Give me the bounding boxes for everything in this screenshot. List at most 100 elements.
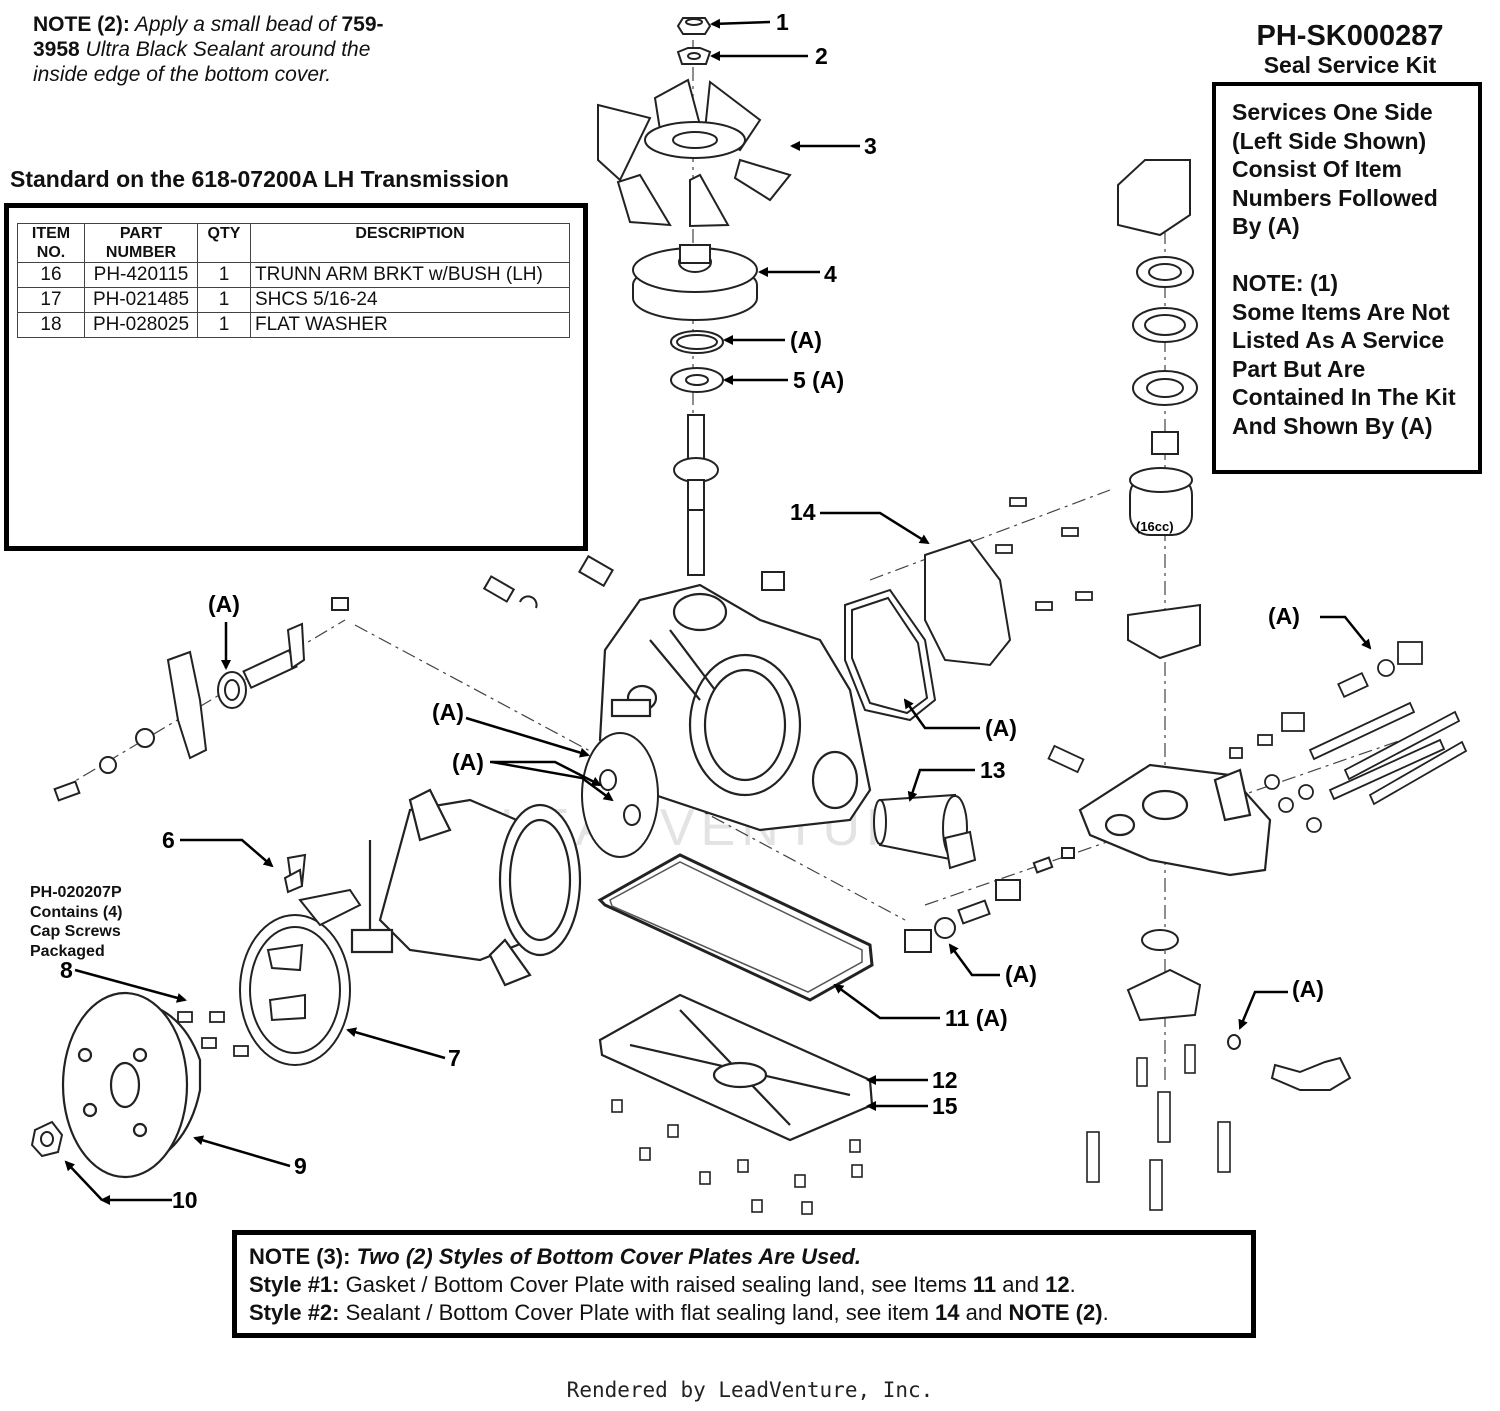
cell-part: PH-420115 xyxy=(84,262,198,288)
table-row: 17 PH-021485 1 SHCS 5/16-24 xyxy=(17,287,570,313)
kit-note-text: Some Items Are Not Listed As A Service P… xyxy=(1232,298,1456,439)
note-3-style-2: Style #2: Sealant / Bottom Cover Plate w… xyxy=(249,1299,1239,1327)
note-2-text-1: Apply a small bead of xyxy=(129,13,342,36)
seal-ring-part xyxy=(670,330,724,393)
cap-screws xyxy=(177,1011,249,1057)
kit-description: Services One Side (Left Side Shown) Cons… xyxy=(1232,99,1438,240)
note-2: NOTE (2): Apply a small bead of 759-3958… xyxy=(33,12,393,87)
table-row: 16 PH-420115 1 TRUNN ARM BRKT w/BUSH (LH… xyxy=(17,262,570,288)
bottom-gasket xyxy=(597,853,874,1002)
key-part xyxy=(283,868,304,894)
note-2-part: 759-3958 xyxy=(33,13,384,61)
callout-15: 15 xyxy=(932,1093,958,1119)
kit-info-box: Services One Side (Left Side Shown) Cons… xyxy=(1212,82,1482,474)
cell-desc: FLAT WASHER xyxy=(250,312,570,338)
callout-a-mid1: (A) xyxy=(432,699,464,725)
cover-bolts xyxy=(995,497,1093,611)
callout-a-mid2: (A) xyxy=(452,749,484,775)
relief-valve-parts xyxy=(1047,641,1423,833)
callout-2: 2 xyxy=(815,43,828,69)
callout-11: 11 (A) xyxy=(945,1005,1008,1031)
note-3-box: NOTE (3): Two (2) Styles of Bottom Cover… xyxy=(232,1230,1256,1338)
control-arm-assembly xyxy=(53,622,306,802)
col-qty: QTY xyxy=(197,223,251,263)
callout-14: 14 xyxy=(790,499,816,525)
footer-credit: Rendered by LeadVenture, Inc. xyxy=(566,1378,934,1402)
small-fittings xyxy=(331,554,785,611)
pulley-part xyxy=(632,244,758,321)
style-1-label: Style #1: xyxy=(249,1272,340,1297)
bottom-cover-plate xyxy=(598,993,874,1142)
parts-table: ITEM NO. PART NUMBER QTY DESCRIPTION 16 … xyxy=(17,223,570,338)
cell-item: 17 xyxy=(17,287,85,313)
callout-16cc: (16cc) xyxy=(1136,519,1174,534)
callout-1: 1 xyxy=(776,9,789,35)
style-2-and: and xyxy=(959,1300,1009,1325)
brake-assembly xyxy=(239,853,362,1066)
side-cover-part xyxy=(844,538,1012,722)
pump-block xyxy=(1117,159,1202,1022)
callout-3: 3 xyxy=(864,133,877,159)
callout-a-ring: (A) xyxy=(790,327,822,353)
style-1-text: Gasket / Bottom Cover Plate with raised … xyxy=(339,1272,973,1297)
style-1-end: . xyxy=(1069,1272,1076,1297)
note-2-label: NOTE (2): xyxy=(33,13,130,36)
callout-a-check: (A) xyxy=(1005,961,1037,987)
table-header-row: ITEM NO. PART NUMBER QTY DESCRIPTION xyxy=(17,223,570,263)
callout-5: 5 (A) xyxy=(793,367,844,393)
style-2-note-ref: NOTE (2) xyxy=(1008,1300,1103,1325)
lower-right-bolts xyxy=(1086,1044,1231,1211)
style-1-item-a: 11 xyxy=(972,1272,997,1297)
center-section xyxy=(1078,763,1272,877)
kit-title: PH-SK000287 Seal Service Kit xyxy=(1210,20,1490,78)
standard-title: Standard on the 618-07200A LH Transmissi… xyxy=(10,166,509,192)
style-1-and: and xyxy=(996,1272,1046,1297)
callout-7: 7 xyxy=(448,1045,461,1071)
fan-part xyxy=(597,78,792,228)
washer-part xyxy=(676,47,712,65)
note-3-style-1: Style #1: Gasket / Bottom Cover Plate wi… xyxy=(249,1271,1239,1299)
fitting-tube xyxy=(1227,1034,1352,1091)
col-description: DESCRIPTION xyxy=(250,223,570,263)
note-3-label: NOTE (3): xyxy=(249,1244,351,1269)
castle-nut xyxy=(30,1120,64,1158)
standard-parts-box: ITEM NO. PART NUMBER QTY DESCRIPTION 16 … xyxy=(4,203,588,551)
callout-6: 6 xyxy=(162,827,175,853)
cell-qty: 1 xyxy=(197,312,251,338)
kit-note-label: NOTE: (1) xyxy=(1232,269,1339,296)
callout-a-gasket: (A) xyxy=(985,715,1017,741)
cell-desc: SHCS 5/16-24 xyxy=(250,287,570,313)
long-bolts xyxy=(1308,701,1468,806)
style-2-label: Style #2: xyxy=(249,1300,340,1325)
style-2-text: Sealant / Bottom Cover Plate with flat s… xyxy=(339,1300,936,1325)
style-2-item: 14 xyxy=(935,1300,960,1325)
cell-part: PH-021485 xyxy=(84,287,198,313)
callout-a-left: (A) xyxy=(208,591,240,617)
callout-8: 8 xyxy=(60,957,73,983)
note-2-text-2: Ultra Black Sealant around the inside ed… xyxy=(33,38,371,86)
input-shaft-part xyxy=(673,414,719,576)
callout-9: 9 xyxy=(294,1153,307,1179)
kit-name: Seal Service Kit xyxy=(1263,52,1437,78)
table-row: 18 PH-028025 1 FLAT WASHER xyxy=(17,312,570,338)
filter-part xyxy=(873,793,977,870)
round-gasket xyxy=(581,732,659,858)
check-valve-parts xyxy=(904,847,1075,953)
callout-a-lower-right: (A) xyxy=(1292,976,1324,1002)
col-part-number: PART NUMBER xyxy=(84,223,198,263)
callout-a-right: (A) xyxy=(1268,603,1300,629)
cell-desc: TRUNN ARM BRKT w/BUSH (LH) xyxy=(250,262,570,288)
cell-qty: 1 xyxy=(197,262,251,288)
cell-item: 18 xyxy=(17,312,85,338)
callout-4: 4 xyxy=(824,261,837,287)
package-note: PH-020207P Contains (4) Cap Screws Packa… xyxy=(30,884,123,960)
hub-drum xyxy=(61,991,202,1179)
note-3-title: Two (2) Styles of Bottom Cover Plates Ar… xyxy=(350,1244,862,1269)
col-item-no: ITEM NO. xyxy=(17,223,85,263)
callout-12: 12 xyxy=(932,1067,958,1093)
callout-10: 10 xyxy=(172,1187,198,1213)
style-2-end: . xyxy=(1102,1300,1109,1325)
cell-item: 16 xyxy=(17,262,85,288)
bottom-bolts xyxy=(611,1099,863,1215)
